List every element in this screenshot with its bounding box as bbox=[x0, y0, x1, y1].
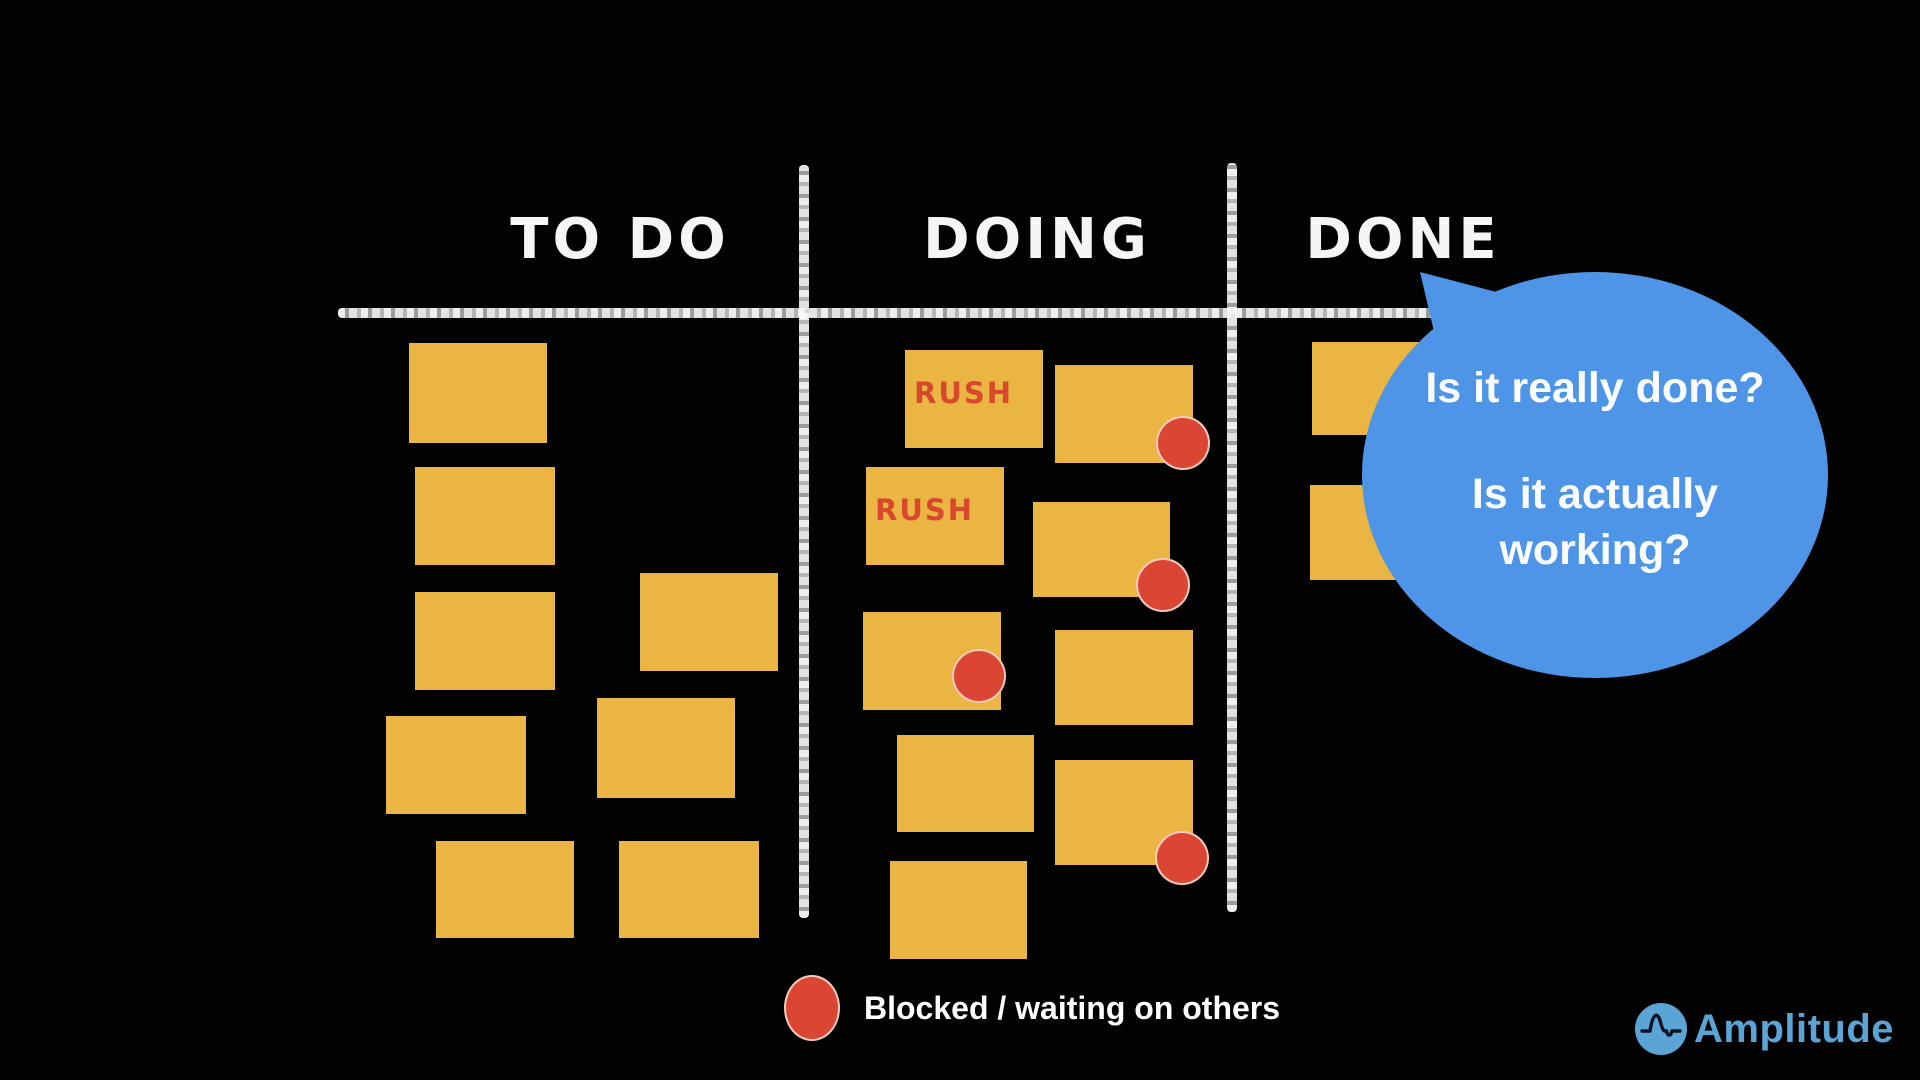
speech-bubble-body bbox=[1362, 272, 1828, 678]
sticky-note-doing bbox=[897, 735, 1034, 832]
sticky-note-todo bbox=[597, 698, 735, 798]
speech-bubble bbox=[1362, 272, 1828, 678]
sticky-note-todo bbox=[619, 841, 759, 938]
sticky-note-todo bbox=[415, 467, 555, 565]
blocked-dot bbox=[1136, 558, 1190, 612]
bubble-line-1: Is it really done? bbox=[1425, 364, 1765, 412]
amplitude-logo-wordmark: Amplitude bbox=[1694, 1007, 1895, 1051]
chalk-line-horizontal bbox=[338, 308, 1440, 318]
chalk-line-vertical bbox=[799, 165, 809, 918]
amplitude-logo-icon bbox=[1635, 1003, 1687, 1055]
sticky-note-doing bbox=[1055, 630, 1193, 725]
sticky-note-doing: RUSH bbox=[866, 467, 1004, 565]
sticky-note-doing: RUSH bbox=[905, 350, 1043, 448]
bubble-line-gap bbox=[1395, 416, 1795, 466]
rush-label: RUSH bbox=[914, 376, 1014, 410]
amplitude-wave-glyph bbox=[1640, 1013, 1682, 1037]
blocked-dot bbox=[1155, 831, 1209, 885]
sticky-note-todo bbox=[386, 716, 526, 814]
blocked-dot bbox=[1156, 416, 1210, 470]
amplitude-logo-circle bbox=[1635, 1003, 1687, 1055]
column-header-todo: TO DO bbox=[510, 207, 730, 272]
bubble-line-2: Is it actually bbox=[1471, 470, 1719, 518]
sticky-note-doing bbox=[890, 861, 1027, 959]
blocked-legend-dot bbox=[784, 975, 840, 1041]
blocked-dot bbox=[952, 649, 1006, 703]
sticky-note-todo bbox=[409, 343, 547, 443]
sticky-note-todo bbox=[436, 841, 574, 938]
column-header-doing: DOING bbox=[923, 207, 1151, 272]
bubble-line-3: working? bbox=[1499, 526, 1691, 574]
sticky-note-todo bbox=[640, 573, 778, 671]
sticky-note-todo bbox=[415, 592, 555, 690]
column-header-done: DONE bbox=[1305, 207, 1501, 272]
speech-bubble-text: Is it really done? Is it actually workin… bbox=[1395, 360, 1795, 578]
rush-label: RUSH bbox=[875, 493, 975, 527]
blocked-legend-label: Blocked / waiting on others bbox=[864, 990, 1281, 1026]
chalk-line-vertical bbox=[1227, 163, 1237, 912]
